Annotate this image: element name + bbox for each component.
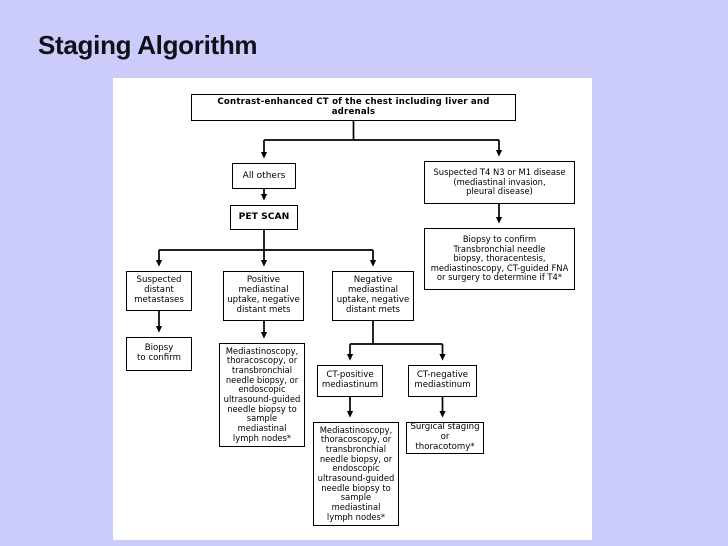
page-title: Staging Algorithm xyxy=(38,30,258,60)
node-all-others[interactable]: All others xyxy=(232,163,296,189)
node-negative-mediastinal-uptake[interactable]: Negative mediastinal uptake, negative di… xyxy=(332,271,414,321)
node-pet-scan[interactable]: PET SCAN xyxy=(230,205,298,230)
node-biopsy-to-confirm[interactable]: Biopsy to confirm xyxy=(126,337,192,371)
node-positive-mediastinal-uptake[interactable]: Positive mediastinal uptake, negative di… xyxy=(223,271,304,321)
node-mediastinoscopy-bottom[interactable]: Mediastinoscopy, thoracoscopy, or transb… xyxy=(313,422,399,526)
node-mediastinoscopy-middle[interactable]: Mediastinoscopy, thoracoscopy, or transb… xyxy=(219,343,305,447)
node-contrast-enhanced-ct[interactable]: Contrast-enhanced CT of the chest includ… xyxy=(191,94,516,121)
node-suspected-distant-metastases[interactable]: Suspected distant metastases xyxy=(126,271,192,311)
staging-algorithm-flowchart: Contrast-enhanced CT of the chest includ… xyxy=(113,78,592,540)
node-surgical-staging[interactable]: Surgical staging or thoracotomy* xyxy=(406,422,484,454)
node-biopsy-to-confirm-t4[interactable]: Biopsy to confirm Transbronchial needle … xyxy=(424,228,575,290)
node-suspected-t4-n3-m1[interactable]: Suspected T4 N3 or M1 disease (mediastin… xyxy=(424,161,575,204)
figure-panel: Contrast-enhanced CT of the chest includ… xyxy=(113,78,592,540)
node-ct-positive-mediastinum[interactable]: CT-positive mediastinum xyxy=(317,365,383,397)
node-ct-negative-mediastinum[interactable]: CT-negative mediastinum xyxy=(408,365,477,397)
